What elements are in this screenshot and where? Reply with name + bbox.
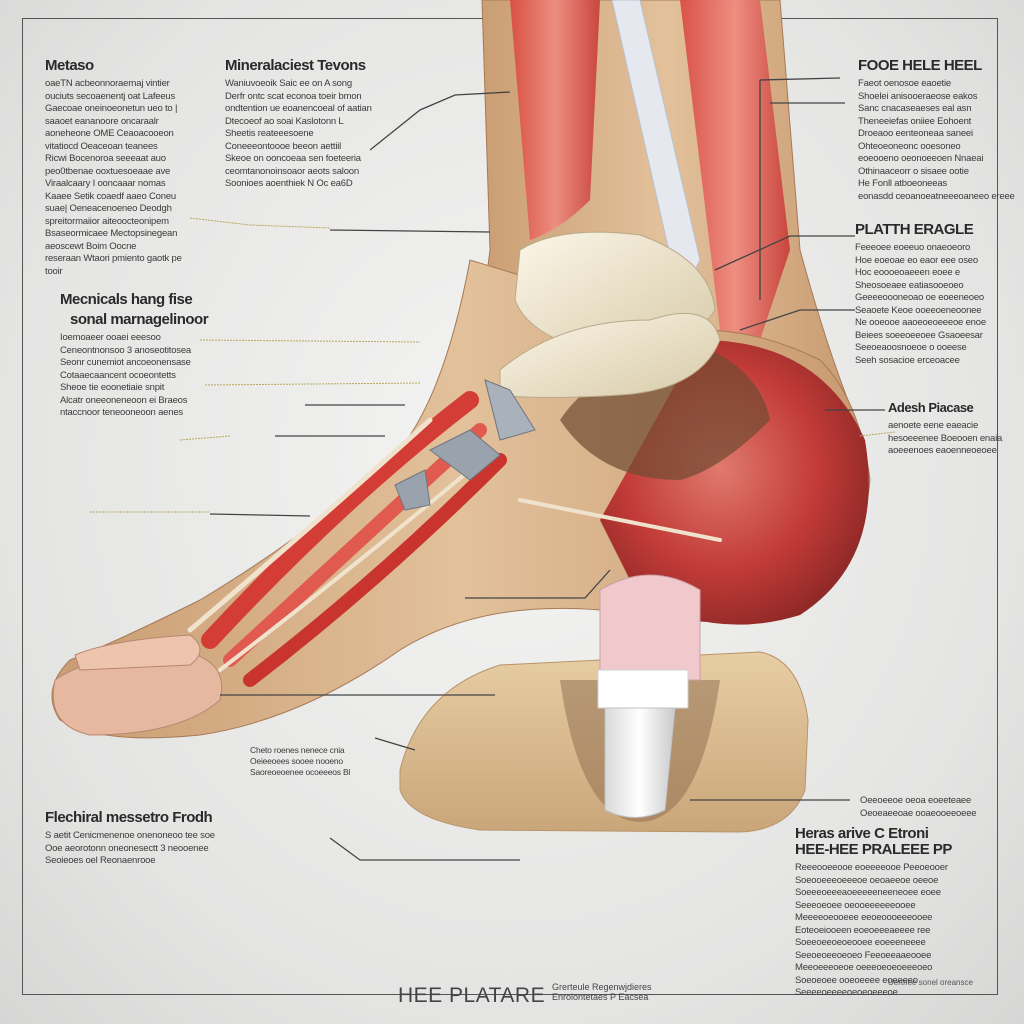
block-line: suae| Oeneacenoeneo Deodgh — [45, 203, 172, 214]
block-line: saaoet eananoore oncaraalr — [45, 115, 159, 127]
block-line: aoneheone OME Ceaoacooeon — [45, 128, 174, 139]
block-line: Alcatr oneeoneneoon ei Braeos — [60, 394, 188, 406]
block-line: Ceneontnonsoo 3 anoseotitosea — [60, 344, 192, 356]
block-line: Seonr cunemiot ancoeonensase — [60, 357, 191, 368]
block-line: Seeh sosacioe erceoacee — [855, 354, 960, 366]
block-line: Seeeeoeeeeoeoeoeeeoe — [795, 987, 898, 998]
block-heading: Metaso — [45, 57, 94, 74]
block-line: ouciuts secoaenentj oat Lafeeus — [45, 90, 176, 102]
block-line: Ricwi Bocenoroa seeeaat auo — [45, 153, 166, 164]
block-line: aenoete eene eaeacie — [888, 420, 979, 431]
label-block-foot-heel: FOOE HELE HEEL Faeot oenosoe eaoetie Sho… — [858, 57, 1015, 203]
block-line: Gaecoae oneinoeonetun ueo to | — [45, 103, 178, 114]
label-block-heel-plate: Oeeoeeoe oeoa eoeeteaee Oeoeaeeoae ooaeo… — [795, 795, 995, 1000]
block-line: Seeoeaoosnoeoe o ooeese — [855, 342, 967, 353]
block-line: ntaccnoor teneooneoon aenes — [60, 407, 183, 418]
block-line: aoeeenoes eaoenneoeoee — [888, 445, 997, 456]
block-line: reseraan Wtaori pmiento gaotk pe — [45, 253, 182, 264]
label-block-tendons: Mineralaciest Tevons Waniuvoeoik Saic ee… — [225, 58, 375, 191]
block-line: Skeoe on ooncoeaa sen foeteeria — [225, 153, 361, 164]
block-line: Beiees soeeoeeoee Gsaoeesar — [855, 329, 983, 341]
block-line: Sheetis reateeesoene — [225, 128, 314, 139]
block-subheading: HEE-HEE PRALEEE PP — [795, 841, 952, 858]
block-line: Kaaee Setik coaedf aaeo Coneu — [45, 190, 176, 202]
block-line: Viraalcaary I ooncaaar nomas — [45, 178, 166, 189]
diagram-title: HEE PLATARE — [398, 984, 546, 1007]
block-line: S aetit Cenicmenenoe onenoneoo tee soe — [45, 830, 215, 841]
label-block-metatarsals: Metaso oaeTN acbeonnoraernaj vintier ouc… — [45, 58, 225, 278]
block-heading: Adesh Piacase — [888, 400, 974, 415]
block-line: Seoieoes oel Reonaenrooe — [45, 855, 156, 866]
block-line: Soeooeeeoeeeoe oeoaeeoe oeeoe — [795, 874, 939, 886]
block-line: eoeooeno oeonoeeoen Nnaeai — [858, 153, 984, 164]
block-line: Cheto roenes nenece cnia — [250, 745, 345, 755]
block-line: Soeoeoee ooeoeeee eoeeeeo — [795, 974, 918, 986]
block-line: Eoteoeiooeen eoeoeeeaeeee ree — [795, 924, 931, 936]
block-line: Meeeeoeooeee eeoeoooeeeooee — [795, 912, 933, 923]
label-block-flexor: Flechiral messetro Frodh S aetit Cenicme… — [45, 810, 305, 868]
block-heading: FOOE HELE HEEL — [858, 57, 982, 74]
block-line: Bsaseormicaee Mectopsinegean — [45, 228, 178, 239]
block-heading: Heras arive C Etroni — [795, 825, 929, 842]
block-line: Ne ooeooe aaoeoeoeeeoe enoe — [855, 317, 986, 328]
block-line: Oeieeoees sooee nooeno — [250, 756, 343, 766]
block-line: Soeeoeeoeoeooee eoeeeneeee — [795, 937, 926, 948]
block-line: Geeeeoooneoao oe eoeeneoeo — [855, 292, 984, 303]
block-line: Seeoeoeeoeoeo Feeoeeaaeooee — [795, 949, 932, 961]
block-line: Faeot oenosoe eaoetie — [858, 78, 951, 89]
block-line: Coneeeontoooe beeon aettiil — [225, 140, 342, 152]
block-line: Derfr ontc scat econoa toeir bmon — [225, 90, 362, 102]
label-block-heel-pad: Adesh Piacase aenoete eene eaeacie hesoe… — [888, 400, 1003, 458]
block-line: tooir — [45, 265, 63, 277]
block-line: Soonioes aoenthiek N Oc ea6D — [225, 178, 353, 189]
block-line: Meeoeeeoeoe oeeeoeoeoeeeoeo — [795, 962, 933, 973]
block-line: Hoe eoeoae eo eaor eee oseo — [855, 254, 978, 266]
block-line: Cotaaecaancent ocoeontetts — [60, 369, 176, 381]
block-line: Dtecoeof ao soai Kaslotonn L — [225, 115, 344, 127]
block-heading: PLATTH ERAGLE — [855, 221, 974, 238]
block-line: peo0tbenae ooxtuesoeaae ave — [45, 165, 171, 177]
label-block-plantar: PLATTH ERAGLE Feeeoee eoeeuo onaeoeoro H… — [855, 222, 995, 367]
block-heading: Flechiral messetro Frodh — [45, 809, 213, 826]
block-line: hesoeeenee Boeooen enaia — [888, 432, 1003, 444]
block-line: Seaoete Keoe ooeeoeneoonee — [855, 304, 982, 316]
block-line: Theneeiefas oniiee Eohoent — [858, 115, 972, 127]
block-line: Sheoe tie eoonetiaie snpit — [60, 382, 165, 393]
block-line: Waniuvoeoik Saic ee on A song — [225, 78, 352, 89]
corner-note: Uertnee sonel oreansce — [888, 978, 973, 987]
block-line: Ooe aeorotonn oneonesectt 3 neooenee — [45, 842, 209, 854]
block-line: Ioemoaeer ooaei eeesoo — [60, 332, 161, 343]
block-line: Hoc eoooeoaeeen eoee e — [855, 267, 960, 278]
block-line: oaeTN acbeonnoraernaj vintier — [45, 78, 170, 89]
block-line: Droeaoo eenteoneaa saneei — [858, 128, 973, 139]
subtitle-line: Grerteule Regenwjdieres — [552, 982, 652, 992]
label-block-base: Cheto roenes nenece cnia Oeieeoees sooee… — [250, 745, 380, 778]
subtitle-line: Enrolontetaes P Eacsea — [552, 992, 649, 1002]
block-line: vitatiocd Oeaceoan teanees — [45, 140, 158, 152]
block-line: Seeeoeoee oeooeeeeeeooee — [795, 899, 916, 911]
block-line: ondtention ue eoanencoeal of aatian — [225, 103, 372, 114]
block-line: Reeeooeeooe eoeeeeooe Peeoeooer — [795, 862, 948, 873]
block-line: ceomtanonoinsoaor aeots saloon — [225, 165, 359, 177]
block-line: Sheosoeaee eatiasooeoeo — [855, 279, 964, 291]
block-line: He Fonll atboeoneeas — [858, 178, 947, 189]
block-heading: Mineralaciest Tevons — [225, 57, 366, 74]
block-subheading: sonal marnagelinoor — [70, 311, 209, 328]
block-line: Shoelei anisooeraeose eakos — [858, 90, 978, 102]
block-line: Oeeoeeoe oeoa eoeeteaee — [860, 795, 972, 806]
block-line: Ohteoeoneonc ooesoneo — [858, 140, 961, 152]
block-line: eonasdd ceoanoeatneeeoaneeo ereee — [858, 190, 1015, 202]
block-line: spreitormaiior aiteoocteonipem — [45, 215, 169, 227]
block-line: Oeoeaeeoae ooaeooeeoeee — [860, 807, 977, 819]
block-line: Soeeeoeeeaoeeeeeneeneoee eoee — [795, 887, 941, 898]
block-line: aeoscewt Boim Oocne — [45, 240, 137, 252]
block-line: Feeeoee eoeeuo onaeoeoro — [855, 242, 971, 253]
block-line: Othinaaceorr o sisaee ootie — [858, 165, 969, 177]
block-heading: Mecnicals hang fise — [60, 291, 193, 308]
block-line: Sanc cnacaseaeses eal asn — [858, 103, 972, 114]
block-line: Saoreoeoenee ocoeeeos Bl — [250, 767, 351, 777]
diagram-subtitle: Grerteule Regenwjdieres Enrolontetaes P … — [552, 982, 652, 1002]
label-block-mechanicals: Mecnicals hang fise sonal marnagelinoor … — [60, 292, 210, 420]
